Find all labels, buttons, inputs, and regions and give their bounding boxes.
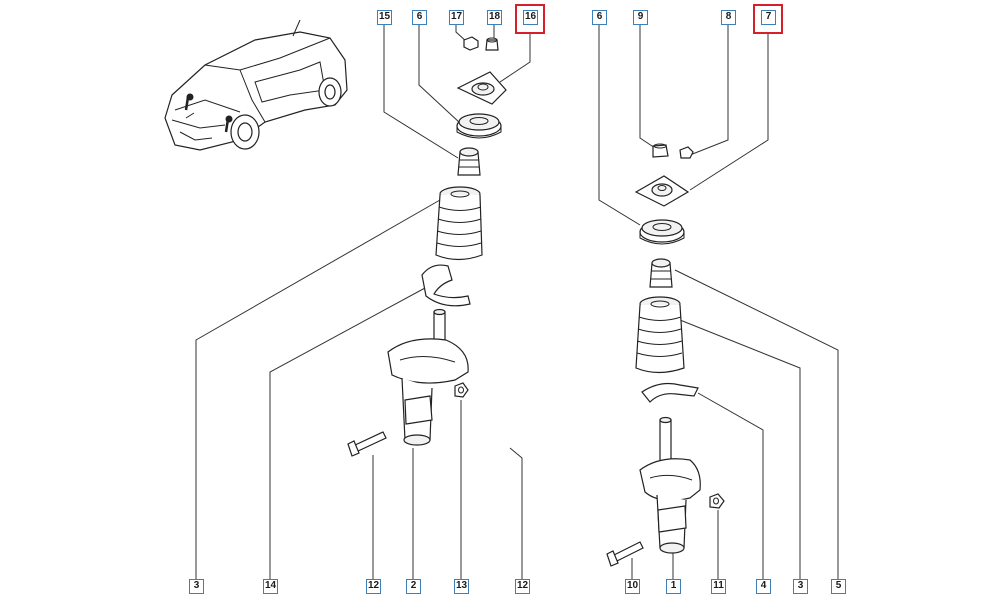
callout-16-highlight xyxy=(515,4,545,34)
callout-3-left: 3 xyxy=(189,579,204,594)
callout-7: 7 xyxy=(761,10,776,25)
callout-11: 11 xyxy=(711,579,726,594)
callout-3-right: 3 xyxy=(793,579,808,594)
left-strut-assembly xyxy=(347,36,507,457)
callout-7-highlight xyxy=(753,4,783,34)
callout-13: 13 xyxy=(454,579,469,594)
right-strut-assembly xyxy=(606,143,725,567)
callout-15: 15 xyxy=(377,10,392,25)
callout-6-left: 6 xyxy=(412,10,427,25)
callout-6-right: 6 xyxy=(592,10,607,25)
callout-12-center: 12 xyxy=(515,579,530,594)
callout-18: 18 xyxy=(487,10,502,25)
callout-2: 2 xyxy=(406,579,421,594)
callout-14: 14 xyxy=(263,579,278,594)
callout-17: 17 xyxy=(449,10,464,25)
leader-lines xyxy=(195,24,839,583)
callout-9: 9 xyxy=(633,10,648,25)
callout-16: 16 xyxy=(523,10,538,25)
callout-1: 1 xyxy=(666,579,681,594)
callout-10: 10 xyxy=(625,579,640,594)
callout-12-left: 12 xyxy=(366,579,381,594)
callout-8: 8 xyxy=(721,10,736,25)
callout-4: 4 xyxy=(756,579,771,594)
callout-5: 5 xyxy=(831,579,846,594)
car-illustration xyxy=(164,19,348,151)
